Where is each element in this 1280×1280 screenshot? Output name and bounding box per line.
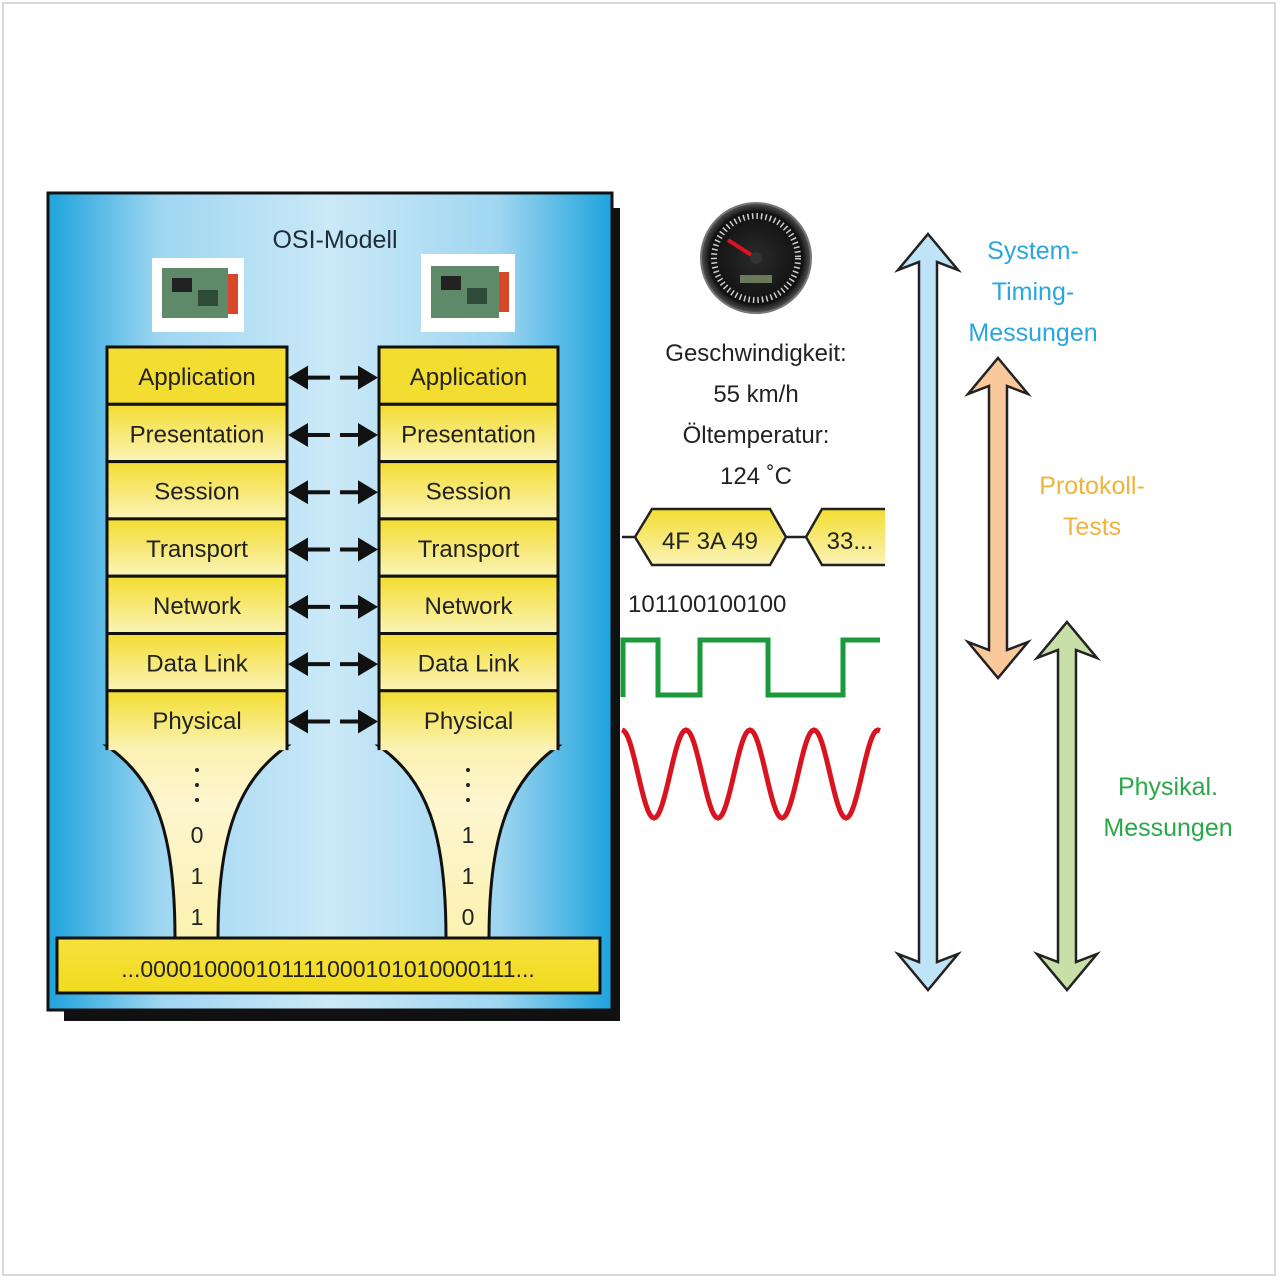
hex-frame-text: 4F 3A 49 xyxy=(662,528,758,555)
layer-box xyxy=(377,689,560,752)
layer-label: Presentation xyxy=(130,421,265,448)
layer-label: Transport xyxy=(146,536,248,563)
layer-label: Network xyxy=(153,593,242,620)
peer-arrow-icon xyxy=(288,422,378,447)
layer-box xyxy=(105,517,289,578)
peer-arrow-icon xyxy=(288,652,378,677)
system-label-line: Timing- xyxy=(992,278,1074,306)
right-layer-data-link: Data Link xyxy=(377,632,560,693)
ecu-device-icon xyxy=(152,258,244,332)
left-bit-column: 0 1 1 xyxy=(191,768,204,930)
bit: 1 xyxy=(191,863,204,889)
bit: 1 xyxy=(462,822,475,848)
hex-frame-text: 33... xyxy=(827,528,874,555)
physical-measurements-double-arrow-icon xyxy=(1032,620,1102,992)
peer-arrow-icon xyxy=(288,709,378,734)
osi-title: OSI-Modell xyxy=(272,226,397,254)
layer-box xyxy=(377,574,560,636)
protocol-tests-label: Protokoll- Tests xyxy=(1039,472,1145,541)
speed-value: 55 km/h xyxy=(713,381,798,408)
square-wave xyxy=(620,637,880,698)
bit: 1 xyxy=(462,863,475,889)
layer-box xyxy=(105,460,289,521)
oil-value: 124 ˚C xyxy=(720,463,792,490)
bit: 1 xyxy=(191,904,204,930)
left-layer-transport: Transport xyxy=(105,517,289,578)
layer-box xyxy=(105,402,289,464)
system-timing-double-arrow-icon xyxy=(893,232,963,992)
peer-arrow-icon xyxy=(288,594,378,619)
layer-box xyxy=(377,345,560,406)
system-label-line: System- xyxy=(987,237,1079,265)
right-layer-network: Network xyxy=(377,574,560,636)
layer-box xyxy=(377,517,560,578)
right-layer-physical: Physical xyxy=(377,689,560,752)
right-bit-column: 1 1 0 xyxy=(462,768,475,930)
layer-label: Session xyxy=(426,479,511,506)
layer-label: Session xyxy=(154,479,239,506)
oil-label: Öltemperatur: xyxy=(683,422,830,449)
ecu-device-icon xyxy=(421,254,515,332)
layer-box xyxy=(377,402,560,464)
bitstream-bar xyxy=(55,936,602,995)
sine-wave xyxy=(621,727,881,821)
ellipsis-dots-icon xyxy=(195,768,199,802)
peer-arrow-icon xyxy=(288,480,378,505)
layer-label: Data Link xyxy=(146,651,248,678)
layer-box xyxy=(377,460,560,521)
layer-label: Transport xyxy=(418,536,520,563)
right-layer-application: Application xyxy=(377,345,560,406)
layer-label: Presentation xyxy=(401,421,536,448)
right-layer-session: Session xyxy=(377,460,560,521)
protocol-label-line: Tests xyxy=(1063,513,1121,541)
hex-frame xyxy=(633,507,788,567)
speed-label: Geschwindigkeit: xyxy=(665,340,846,367)
protocol-tests-double-arrow-icon xyxy=(963,356,1033,680)
system-timing-label: System- Timing- Messungen xyxy=(968,237,1097,347)
physical-measurements-label: Physikal. Messungen xyxy=(1103,773,1232,842)
bit: 0 xyxy=(462,904,475,930)
protocol-label-line: Protokoll- xyxy=(1039,472,1145,500)
bit: 0 xyxy=(191,822,204,848)
binary-text: 101100100100 xyxy=(628,591,786,618)
left-layer-presentation: Presentation xyxy=(105,402,289,464)
layer-label: Application xyxy=(410,364,527,391)
physical-label-line: Messungen xyxy=(1103,814,1232,842)
layer-label: Physical xyxy=(152,708,241,735)
speedometer-icon xyxy=(700,202,812,314)
peer-arrow-icon xyxy=(288,537,378,562)
hex-frame xyxy=(804,507,885,567)
layer-box xyxy=(105,574,289,636)
left-layer-session: Session xyxy=(105,460,289,521)
left-layer-application: Application xyxy=(105,345,289,406)
left-layer-network: Network xyxy=(105,574,289,636)
left-layer-data-link: Data Link xyxy=(105,632,289,693)
bitstream-text: ...000010000101111000101010000111... xyxy=(121,956,535,982)
layer-label: Application xyxy=(138,364,255,391)
layer-label: Network xyxy=(424,593,513,620)
layer-box xyxy=(105,689,289,752)
layer-label: Physical xyxy=(424,708,513,735)
physical-label-line: Physikal. xyxy=(1118,773,1218,801)
left-layer-physical: Physical xyxy=(105,689,289,752)
layer-label: Data Link xyxy=(418,651,520,678)
peer-arrow-icon xyxy=(288,365,378,390)
right-layer-presentation: Presentation xyxy=(377,402,560,464)
system-label-line: Messungen xyxy=(968,319,1097,347)
right-layer-transport: Transport xyxy=(377,517,560,578)
layer-box xyxy=(105,632,289,693)
ellipsis-dots-icon xyxy=(466,768,470,802)
